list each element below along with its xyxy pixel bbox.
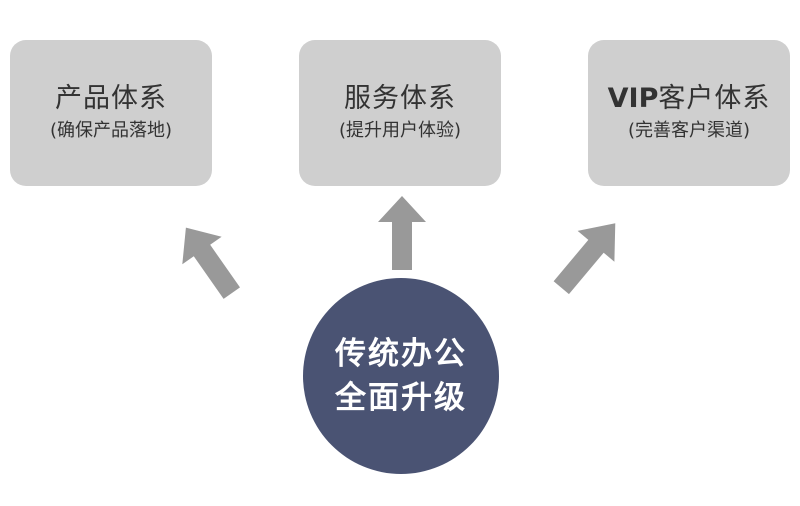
arrow-to-vip-icon [553, 223, 616, 295]
product-system-subtitle: (确保产品落地) [49, 120, 173, 141]
vip-customer-system-subtitle: (完善客户渠道) [627, 120, 751, 141]
product-system-title: 产品体系 [55, 83, 167, 114]
service-system-subtitle: (提升用户体验) [338, 120, 462, 141]
vip-customer-system-box: VIP客户体系 (完善客户渠道) [588, 40, 790, 186]
vip-label: VIP [607, 83, 659, 114]
arrow-to-service-icon [378, 196, 426, 270]
arrow-to-product-icon [182, 227, 240, 299]
center-line-1: 传统办公 [335, 336, 467, 372]
vip-customer-system-title: VIP客户体系 [608, 82, 771, 116]
service-system-title: 服务体系 [344, 83, 456, 114]
product-system-box: 产品体系 (确保产品落地) [10, 40, 212, 186]
service-system-box: 服务体系 (提升用户体验) [299, 40, 501, 186]
customer-system-label: 客户体系 [658, 83, 771, 114]
traditional-office-upgrade-circle: 传统办公 全面升级 [303, 278, 499, 474]
center-line-2: 全面升级 [335, 380, 467, 416]
